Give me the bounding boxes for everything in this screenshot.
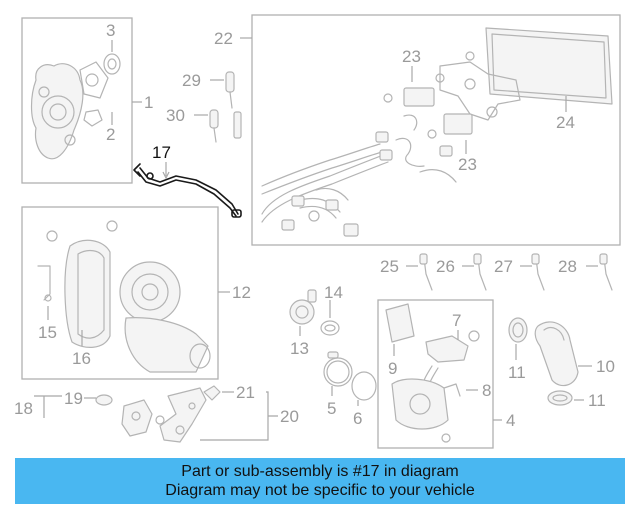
callout-29: 29 xyxy=(182,71,201,90)
callout-2: 2 xyxy=(106,125,115,144)
callout-24: 24 xyxy=(556,113,575,132)
callout-8: 8 xyxy=(482,381,491,400)
callout-21: 21 xyxy=(236,383,255,402)
group-box-22 xyxy=(251,14,621,246)
leader-18 xyxy=(34,395,62,418)
callout-1: 1 xyxy=(144,93,153,112)
part-group-18-20 xyxy=(95,385,221,443)
callout-23-top: 23 xyxy=(402,47,421,66)
callout-14: 14 xyxy=(324,283,343,302)
part-sensor-30 xyxy=(209,109,242,143)
callout-13: 13 xyxy=(290,339,309,358)
part-sensors-25-28 xyxy=(419,253,613,291)
callout-9: 9 xyxy=(388,359,397,378)
callout-11-left: 11 xyxy=(508,363,526,382)
callout-19: 19 xyxy=(64,389,83,408)
callout-15: 15 xyxy=(38,323,57,342)
part-13-14 xyxy=(289,289,340,336)
callout-16: 16 xyxy=(72,349,91,368)
callout-27: 27 xyxy=(494,257,513,276)
group-box-12 xyxy=(21,206,219,380)
callout-7: 7 xyxy=(452,311,461,330)
part-17-hose[interactable] xyxy=(133,163,242,218)
callout-20: 20 xyxy=(280,407,299,426)
part-10-11 xyxy=(508,317,579,406)
group-box-4 xyxy=(377,299,494,449)
leader-20 xyxy=(200,391,278,441)
group-box-1 xyxy=(21,17,133,184)
part-group-12 xyxy=(37,220,211,373)
leader-17-arrow xyxy=(162,171,170,180)
part-5-6 xyxy=(323,351,377,401)
callout-30: 30 xyxy=(166,106,185,125)
callout-4: 4 xyxy=(506,411,515,430)
callout-10: 10 xyxy=(596,357,615,376)
callout-25: 25 xyxy=(380,257,399,276)
callout-12: 12 xyxy=(232,283,251,302)
callout-26: 26 xyxy=(436,257,455,276)
callout-23-bottom: 23 xyxy=(458,155,477,174)
callout-11-right: 11 xyxy=(588,391,606,410)
part-group-1 xyxy=(30,53,121,160)
banner-line-disclaimer: Diagram may not be specific to your vehi… xyxy=(165,482,475,499)
callout-18: 18 xyxy=(14,399,33,418)
callout-22: 22 xyxy=(214,29,233,48)
callout-6: 6 xyxy=(353,409,362,428)
info-banner: Part or sub-assembly is #17 in diagram D… xyxy=(15,458,625,504)
exploded-parts-diagram: 3 2 1 17 29 30 22 23 23 24 25 26 27 28 1… xyxy=(14,14,621,449)
part-group-22 xyxy=(261,27,613,237)
callout-5: 5 xyxy=(327,399,336,418)
callout-28: 28 xyxy=(558,257,577,276)
banner-line-part-note: Part or sub-assembly is #17 in diagram xyxy=(181,463,459,480)
callout-3: 3 xyxy=(106,21,115,40)
callout-17[interactable]: 17 xyxy=(152,143,171,162)
part-group-4 xyxy=(385,303,480,443)
part-sensor-29 xyxy=(225,71,235,109)
